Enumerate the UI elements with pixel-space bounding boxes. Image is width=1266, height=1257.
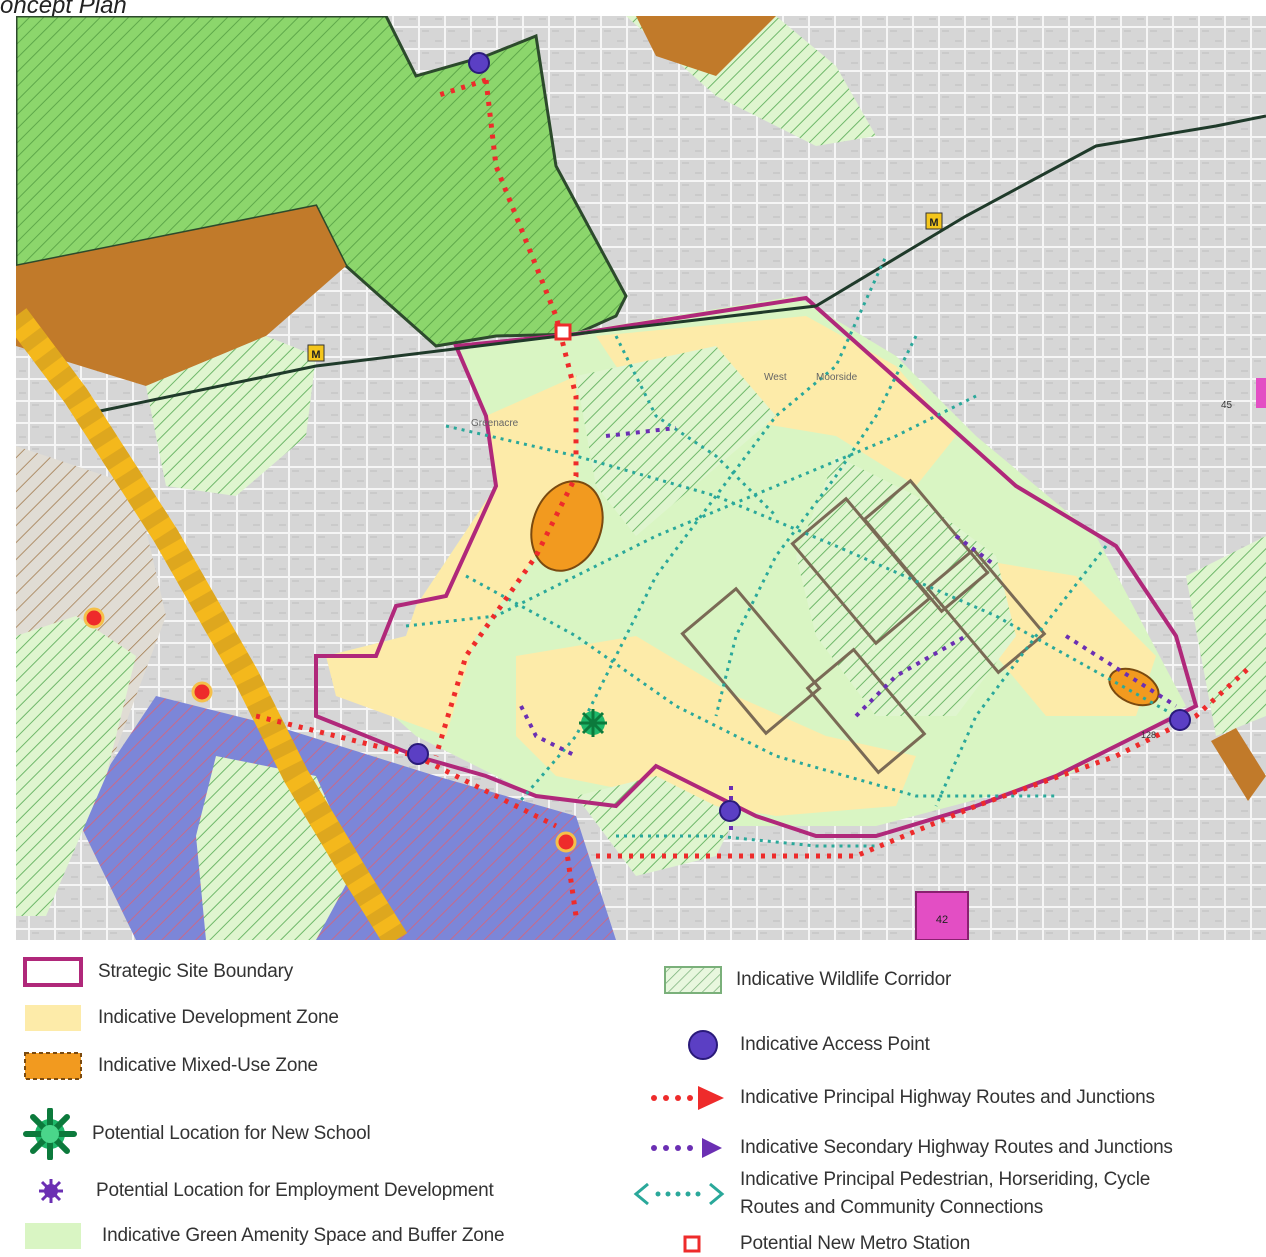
principal-route-icon <box>651 1086 724 1110</box>
secondary-route-icon <box>651 1138 722 1158</box>
legend-label: Indicative Access Point <box>740 1034 930 1055</box>
mixed-use-swatch <box>24 1052 82 1080</box>
legend-label: Indicative Principal Pedestrian, Horseri… <box>740 1169 1151 1190</box>
wildlife-corridor-central <box>576 346 776 536</box>
access-points <box>407 52 1191 822</box>
wildlife-corridor-southeast <box>1186 536 1266 736</box>
legend-principal: Indicative Principal Highway Routes and … <box>646 1082 1155 1114</box>
legend-dev-zone: Indicative Development Zone <box>22 1002 339 1034</box>
brown-zone-north <box>636 16 776 76</box>
mixed-use-zone-east <box>1108 667 1160 707</box>
green-hatch-west-strip <box>16 616 136 916</box>
legend-label: Indicative Mixed-Use Zone <box>98 1055 318 1076</box>
legend-label: Indicative Secondary Highway Routes and … <box>740 1137 1173 1158</box>
legend-label: Potential Location for Employment Develo… <box>96 1180 494 1201</box>
legend-label: Strategic Site Boundary <box>98 961 294 982</box>
dev-zone-swatch <box>25 1005 81 1031</box>
wildlife-swatch <box>664 966 722 994</box>
pink-site-42 <box>915 891 969 940</box>
legend-label: Indicative Green Amenity Space and Buffe… <box>102 1225 505 1246</box>
brown-strip-southeast <box>1211 728 1266 801</box>
legend-label: Indicative Principal Highway Routes and … <box>740 1087 1155 1108</box>
metro-stop-existing: M M <box>307 212 943 362</box>
legend-pedestrian-text: Indicative Principal Pedestrian, Horseri… <box>740 1166 1150 1222</box>
legend-green-amenity: Indicative Green Amenity Space and Buffe… <box>22 1220 505 1252</box>
label-moorside: Moorside <box>816 372 858 383</box>
label-greenacre: Greenacre <box>471 418 519 429</box>
metro-label-east: M <box>929 217 938 229</box>
brown-zone-west <box>16 206 346 386</box>
legend-site-boundary: Strategic Site Boundary <box>22 956 293 988</box>
metro-rail-line <box>75 114 1266 418</box>
legend-employment: Potential Location for Employment Develo… <box>36 1176 494 1206</box>
legend-access: Indicative Access Point <box>686 1028 930 1062</box>
legend-label: Indicative Wildlife Corridor <box>736 969 952 990</box>
wildlife-corridor-south <box>576 776 736 876</box>
secondary-highway-routes <box>519 426 1178 836</box>
pedestrian-route-icon <box>633 1182 725 1206</box>
legend-metro: Potential New Metro Station <box>680 1232 970 1256</box>
metro-station-proposed <box>554 323 572 341</box>
pink-site-east <box>1256 378 1266 408</box>
metro-station-icon <box>683 1235 701 1253</box>
yellow-highway-centerline <box>16 308 408 940</box>
school-symbol <box>579 709 607 737</box>
site-boundary-swatch <box>23 957 83 987</box>
map-caption: oncept Plan <box>0 0 127 19</box>
principal-highway-routes <box>255 77 1253 917</box>
label-42: 42 <box>936 914 948 926</box>
development-block-outlines <box>680 478 1047 775</box>
label-west: West <box>764 372 787 383</box>
strategic-site-boundary <box>314 295 1199 838</box>
label-45: 45 <box>1221 400 1233 411</box>
legend-mixed-use: Indicative Mixed-Use Zone <box>22 1050 318 1082</box>
mixed-use-zone-central <box>530 480 604 572</box>
development-zone-south <box>516 636 916 816</box>
employment-icon <box>39 1179 63 1203</box>
metro-label-west: M <box>311 349 320 361</box>
school-icon <box>23 1108 77 1160</box>
junction-markers <box>83 607 577 853</box>
map-legend: Strategic Site Boundary Indicative Devel… <box>16 944 1266 1257</box>
development-zone-west <box>326 376 576 736</box>
access-point-icon <box>688 1030 718 1060</box>
legend-label: Routes and Community Connections <box>740 1197 1044 1218</box>
legend-label: Potential Location for New School <box>92 1123 371 1144</box>
legend-school: Potential Location for New School <box>22 1108 371 1160</box>
legend-pedestrian: Indicative Principal Pedestrian, Horseri… <box>632 1166 1150 1222</box>
green-amenity-swatch <box>25 1223 81 1249</box>
legend-label: Potential New Metro Station <box>740 1233 971 1254</box>
legend-label: Indicative Development Zone <box>98 1007 339 1028</box>
label-128: 128 <box>1141 730 1156 740</box>
concept-plan-map[interactable]: M M 42 45 128 West Moorside Greenacre <box>16 16 1266 940</box>
legend-secondary: Indicative Secondary Highway Routes and … <box>646 1132 1173 1164</box>
legend-wildlife: Indicative Wildlife Corridor <box>662 964 951 996</box>
